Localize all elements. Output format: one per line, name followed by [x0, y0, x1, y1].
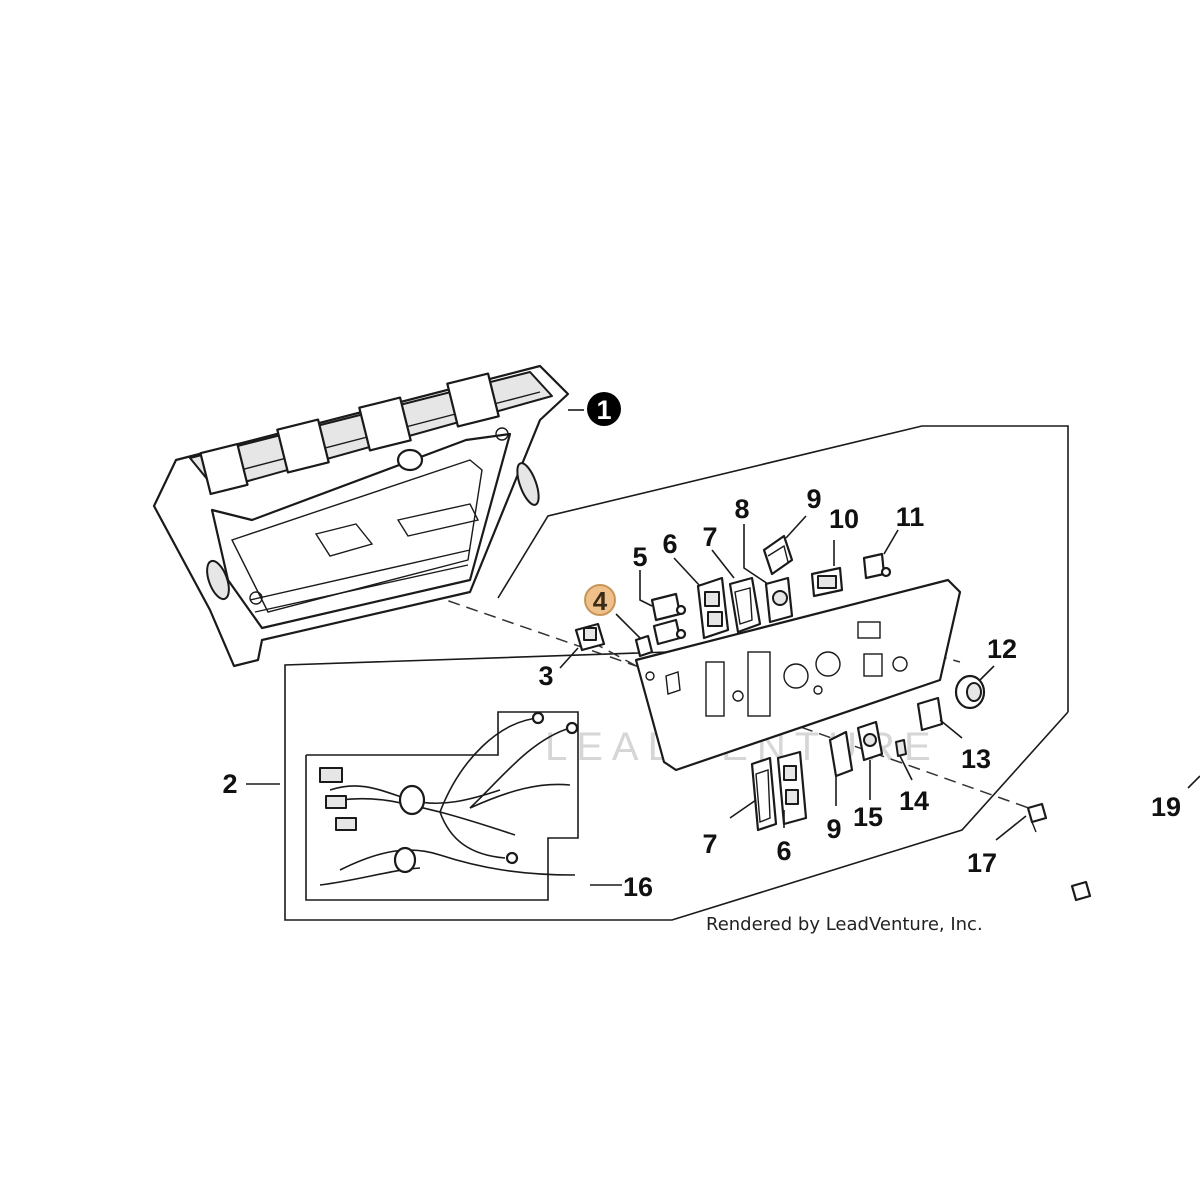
assembly-line	[591, 641, 641, 669]
leader-line	[711, 549, 735, 579]
assembly-frame-lower	[284, 651, 1069, 921]
callout-label-19: 19	[1151, 792, 1181, 822]
outlet-cap-part	[762, 534, 794, 576]
callout-label-9-lower: 9	[826, 814, 841, 844]
leader-line	[785, 515, 807, 539]
callout-label-12: 12	[987, 634, 1017, 664]
relay-part	[650, 592, 687, 646]
callout-label-9: 9	[806, 484, 821, 514]
control-panel-plate	[634, 578, 962, 772]
connector-part	[634, 634, 654, 658]
callout-label-13: 13	[961, 744, 991, 774]
outlet-cover-part-lower	[750, 756, 778, 832]
credit-text: Rendered by LeadVenture, Inc.	[706, 914, 983, 935]
leader-line	[883, 529, 899, 555]
usb-outlet-part	[764, 576, 794, 624]
rocker-switch-part	[574, 622, 606, 652]
leader-line	[1187, 775, 1200, 789]
callout-label-17: 17	[967, 848, 997, 878]
twist-outlet-part	[856, 720, 884, 762]
breaker-part	[862, 552, 892, 580]
callout-label-3: 3	[538, 661, 553, 691]
spring-part	[895, 739, 907, 757]
callout-label-5: 5	[632, 542, 647, 572]
assembly-frame-upper	[497, 425, 1069, 712]
callout-label-15: 15	[853, 802, 883, 832]
callout-label-10: 10	[829, 504, 859, 534]
callout-label-7-lower: 7	[702, 829, 717, 859]
outlet-cover-part	[728, 576, 762, 634]
leader-line	[979, 665, 995, 681]
callout-label-11: 11	[896, 502, 925, 532]
callout-label-7: 7	[702, 522, 717, 552]
bolt-part	[1070, 880, 1092, 902]
leader-line	[899, 755, 913, 781]
outlet-part-lower	[776, 750, 808, 826]
wiring-harness-part	[305, 711, 579, 901]
leader-line	[729, 799, 757, 819]
leader-line	[939, 719, 963, 739]
callout-label-6: 6	[662, 529, 677, 559]
callout-label-6-lower: 6	[776, 836, 791, 866]
outlet-part	[696, 576, 730, 640]
callout-label-1: 1	[596, 395, 611, 425]
leader-line	[995, 815, 1027, 841]
dc-port-part	[954, 674, 986, 710]
callout-highlight-4	[584, 584, 616, 616]
callout-label-2: 2	[222, 769, 237, 799]
screw-part	[1026, 802, 1048, 833]
handle-frame-part	[152, 364, 570, 668]
callout-label-4: 4	[593, 586, 608, 616]
hour-meter-part	[810, 566, 844, 598]
leader-line	[615, 613, 641, 639]
switch-part	[916, 696, 944, 732]
leader-line	[639, 570, 653, 607]
outlet-cap-part-lower	[828, 730, 854, 778]
leader-line	[743, 524, 769, 585]
callout-label-14: 14	[899, 786, 929, 816]
callout-label-16: 16	[623, 872, 653, 902]
callout-circle-1	[587, 392, 621, 426]
leader-line	[673, 557, 701, 587]
callout-label-8: 8	[734, 494, 749, 524]
leader-line	[559, 647, 579, 669]
